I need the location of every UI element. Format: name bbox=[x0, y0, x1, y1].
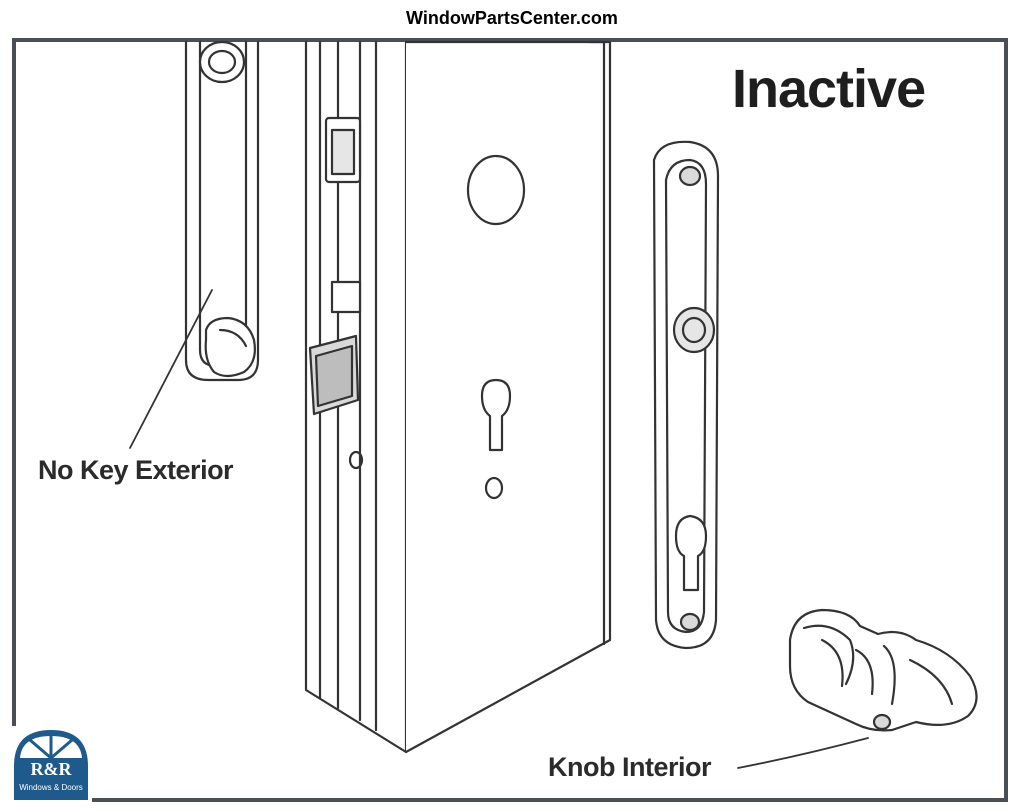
diagram-heading: Inactive bbox=[732, 59, 926, 119]
callout-no-key-exterior: No Key Exterior bbox=[38, 455, 234, 485]
exterior-handle-plate bbox=[184, 40, 260, 382]
arched-window-icon bbox=[14, 730, 88, 800]
callout-knob-interior: Knob Interior bbox=[548, 752, 712, 782]
interior-leader-line bbox=[737, 737, 869, 769]
brand-logo: R&R Windows & Doors bbox=[10, 726, 92, 802]
logo-tagline: Windows & Doors bbox=[19, 783, 83, 792]
logo-name: R&R bbox=[30, 759, 72, 779]
door-body bbox=[304, 40, 612, 754]
interior-knob bbox=[788, 608, 978, 732]
site-title: WindowPartsCenter.com bbox=[406, 8, 618, 28]
exterior-leader-line bbox=[129, 289, 213, 449]
interior-handle-plate bbox=[652, 140, 720, 650]
